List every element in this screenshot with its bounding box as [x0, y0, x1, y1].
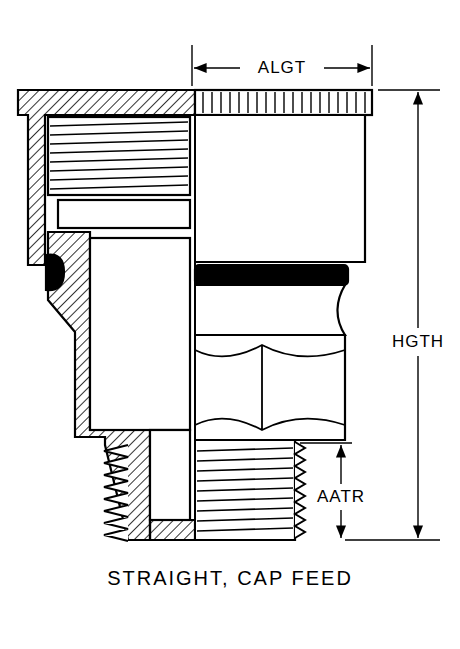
stem-section	[150, 520, 195, 540]
knurl-line	[238, 92, 239, 113]
knurl-line	[202, 92, 203, 113]
thread-line	[197, 518, 293, 521]
thread-line	[50, 176, 188, 180]
stem-thread	[104, 445, 128, 541]
knurl-line	[355, 92, 356, 113]
cap-body	[195, 115, 365, 262]
center-line	[194, 90, 196, 540]
thread-line	[50, 122, 188, 126]
thread-line	[197, 508, 293, 511]
extension-line	[300, 442, 352, 443]
knurl-line	[247, 92, 248, 113]
gasket	[195, 265, 348, 285]
thread-line	[50, 185, 188, 189]
neck	[195, 285, 345, 335]
hex-nut	[195, 335, 345, 440]
thread-line	[50, 140, 188, 144]
knurl-line	[310, 92, 311, 113]
knurl-line	[301, 92, 302, 113]
thread-line	[197, 468, 293, 471]
dimension-label: AATR	[314, 487, 368, 508]
extension-line	[345, 539, 440, 540]
thread-line	[50, 149, 188, 153]
dimension-line	[417, 92, 418, 328]
thread-line	[197, 478, 293, 481]
knurl-line	[220, 92, 221, 113]
knurl-line	[328, 92, 329, 113]
knurl-line	[256, 92, 257, 113]
thread-line	[50, 131, 188, 135]
knurl-line	[283, 92, 284, 113]
stem-thread	[295, 442, 305, 538]
cap-thread-area	[48, 117, 190, 195]
dimension-line	[417, 356, 418, 538]
knurl-line	[274, 92, 275, 113]
thread-line	[50, 158, 188, 162]
knurl-line	[265, 92, 266, 113]
knurl-line	[292, 92, 293, 113]
knurl-line	[346, 92, 347, 113]
extension-line	[191, 45, 192, 86]
knurl-line	[364, 92, 365, 113]
knurl-line	[211, 92, 212, 113]
extension-line	[378, 89, 440, 90]
thread-line	[197, 488, 293, 491]
thread-line	[197, 528, 293, 531]
dimension-line	[340, 445, 341, 484]
dimension-label: ALGT	[255, 58, 309, 79]
knurl-line	[229, 92, 230, 113]
dimension-line	[340, 510, 341, 538]
inner-plate	[58, 200, 190, 228]
caption: STRAIGHT, CAP FEED	[104, 566, 356, 590]
knurl-line	[319, 92, 320, 113]
stem-bore	[150, 430, 190, 520]
knurled-cap	[195, 90, 372, 115]
dimension-label: HGTH	[389, 332, 447, 353]
thread-line	[197, 498, 293, 501]
hex-chamfer	[195, 345, 345, 430]
knurl-line	[337, 92, 338, 113]
thread-line	[197, 448, 293, 451]
extension-line	[371, 45, 372, 86]
dimension-line	[324, 67, 370, 68]
thread-line	[197, 458, 293, 461]
inner-bore	[90, 238, 190, 430]
dimension-line	[194, 67, 240, 68]
threaded-stem	[195, 440, 295, 540]
thread-line	[50, 167, 188, 171]
